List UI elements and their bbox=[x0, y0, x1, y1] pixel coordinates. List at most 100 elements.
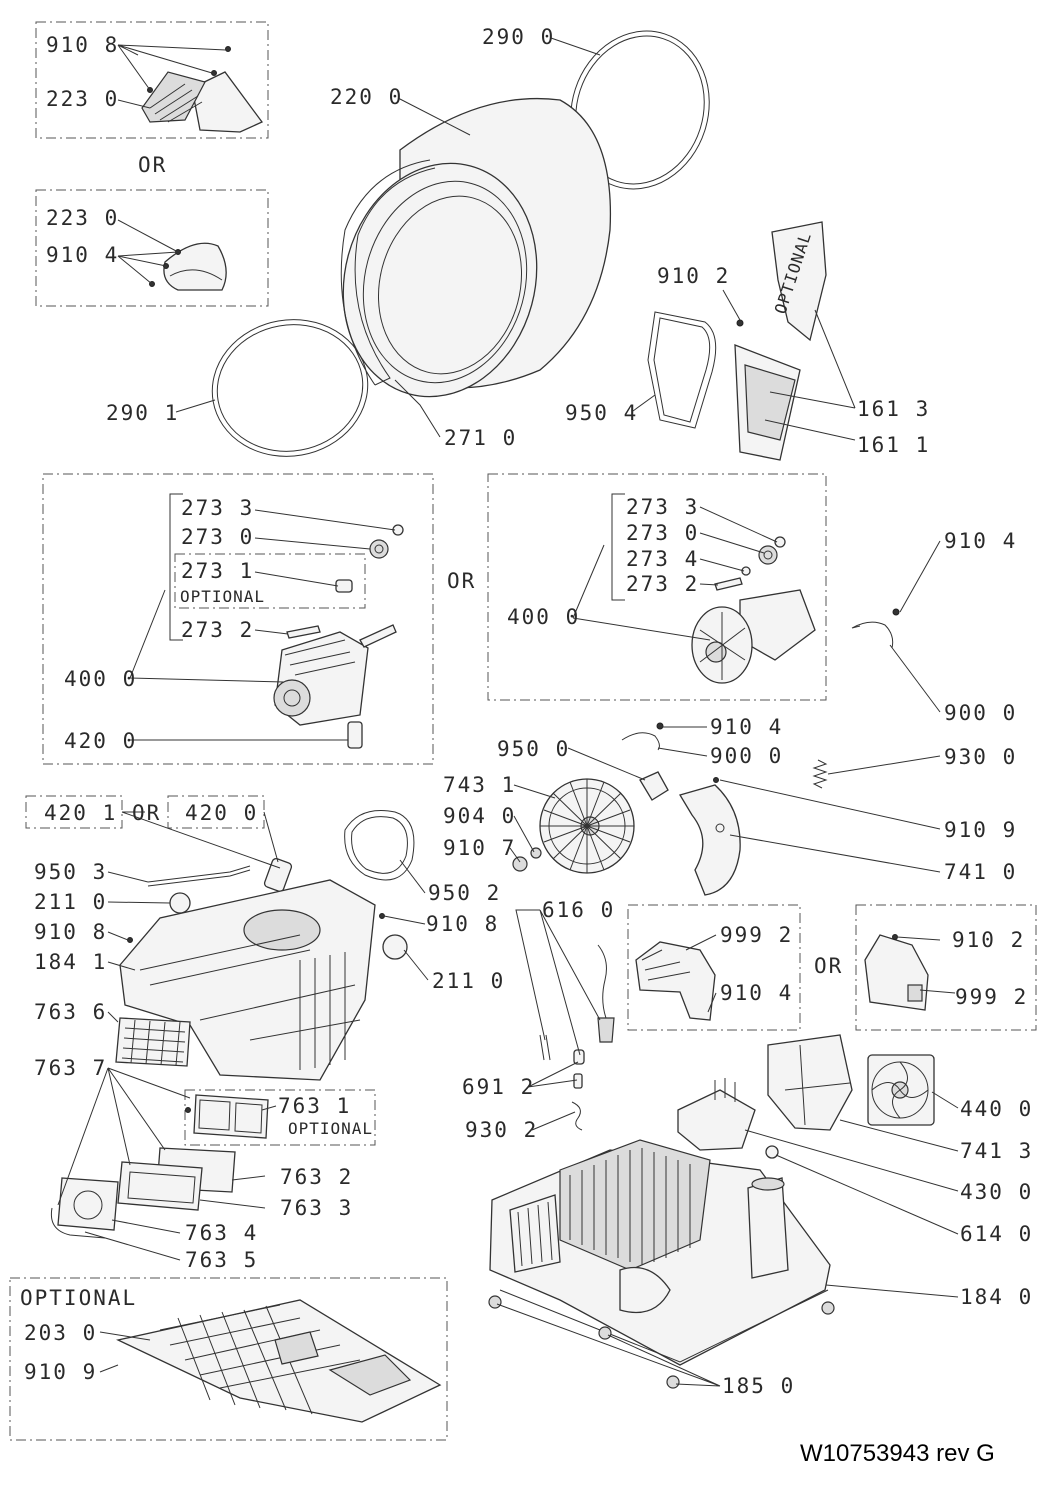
filter-763-3-drawing bbox=[117, 1161, 203, 1211]
pump-430-0-pipes bbox=[714, 1078, 736, 1102]
label-223-0-a: 223 0 bbox=[46, 87, 119, 111]
label-223-0-b: 223 0 bbox=[46, 206, 119, 230]
or-label-420: OR bbox=[132, 801, 161, 825]
label-290-1: 290 1 bbox=[106, 401, 179, 425]
label-999-2-a: 999 2 bbox=[720, 923, 793, 947]
label-900-0-a: 900 0 bbox=[944, 701, 1017, 725]
gasket-950-4-drawing bbox=[647, 311, 717, 429]
label-763-7: 763 7 bbox=[34, 1056, 107, 1080]
screw-910-2-a-drawing bbox=[736, 319, 744, 327]
label-273-4: 273 4 bbox=[626, 547, 699, 571]
pump-430-0-drawing bbox=[677, 1089, 756, 1151]
screw-910-8-c-drawing bbox=[379, 913, 385, 919]
label-420-0-b: 420 0 bbox=[185, 801, 258, 825]
sensor-wire-616-0-drawing bbox=[597, 944, 607, 1019]
label-950-2: 950 2 bbox=[428, 881, 501, 905]
drum-seal-front-drawing bbox=[570, 30, 710, 190]
nut-910-7-drawing bbox=[512, 856, 528, 872]
gasket-950-2-drawing bbox=[344, 810, 415, 881]
or-label-999: OR bbox=[814, 954, 843, 978]
sensor-wire-616-0-b-drawing bbox=[539, 1034, 551, 1061]
label-203-0: 203 0 bbox=[24, 1321, 97, 1345]
box-motor-option-a bbox=[42, 473, 434, 765]
box-lint-filter-option-b bbox=[35, 189, 269, 307]
label-273-2-b: 273 2 bbox=[626, 572, 699, 596]
label-614-0: 614 0 bbox=[960, 1222, 1033, 1246]
label-910-8-c: 910 8 bbox=[426, 912, 499, 936]
label-211-0-b: 211 0 bbox=[432, 969, 505, 993]
label-440-0: 440 0 bbox=[960, 1097, 1033, 1121]
or-label-a: OR bbox=[138, 153, 167, 177]
label-691-2: 691 2 bbox=[462, 1075, 535, 1099]
gasket-950-0-drawing bbox=[639, 771, 669, 801]
label-616-0: 616 0 bbox=[542, 898, 615, 922]
drum-drawing bbox=[342, 97, 612, 398]
label-763-6: 763 6 bbox=[34, 1000, 107, 1024]
label-400-0-a: 400 0 bbox=[64, 667, 137, 691]
label-763-3: 763 3 bbox=[280, 1196, 353, 1220]
or-label-motor: OR bbox=[447, 569, 476, 593]
label-930-2: 930 2 bbox=[465, 1118, 538, 1142]
sensor-614-0-drawing bbox=[765, 1145, 779, 1159]
base-184-0-drawing bbox=[489, 1139, 831, 1366]
label-999-2-b: 999 2 bbox=[955, 985, 1028, 1009]
clamp-900-0-b-drawing bbox=[621, 732, 660, 751]
lint-filter-housing-b-drawing bbox=[149, 242, 227, 291]
label-184-1: 184 1 bbox=[34, 950, 107, 974]
label-430-0: 430 0 bbox=[960, 1180, 1033, 1204]
duct-741-3-drawing bbox=[767, 1034, 853, 1131]
label-910-9-b: 910 9 bbox=[24, 1360, 97, 1384]
optional-label-control-board: OPTIONAL bbox=[20, 1286, 137, 1310]
label-741-3: 741 3 bbox=[960, 1139, 1033, 1163]
foot-185-0-d-drawing bbox=[821, 1301, 835, 1315]
box-420-1 bbox=[25, 795, 123, 829]
label-741-0: 741 0 bbox=[944, 860, 1017, 884]
label-185-0: 185 0 bbox=[722, 1374, 795, 1398]
leader-lines bbox=[57, 37, 959, 1387]
label-900-0-b: 900 0 bbox=[710, 744, 783, 768]
label-290-0: 290 0 bbox=[482, 25, 555, 49]
roller-211-0-b-drawing bbox=[382, 934, 408, 960]
screw-910-4-c-drawing bbox=[656, 722, 664, 730]
cover-999-2-a-drawing bbox=[635, 941, 716, 1021]
callout-labels: 910 8 223 0 OR 223 0 910 4 290 0 220 0 2… bbox=[20, 25, 1033, 1398]
spring-930-2-drawing bbox=[571, 1101, 583, 1131]
clamp-900-0-a-drawing bbox=[851, 621, 894, 649]
box-763-1-optional bbox=[184, 1089, 376, 1146]
label-161-3: 161 3 bbox=[857, 397, 930, 421]
label-930-0: 930 0 bbox=[944, 745, 1017, 769]
label-220-0: 220 0 bbox=[330, 85, 403, 109]
drum-seal-front-inner bbox=[575, 35, 705, 185]
label-400-0-b: 400 0 bbox=[507, 605, 580, 629]
drum-seal-rear-inner bbox=[216, 324, 364, 452]
label-273-2-a: 273 2 bbox=[181, 618, 254, 642]
label-910-9-a: 910 9 bbox=[944, 818, 1017, 842]
bushing-691-2-b-drawing bbox=[573, 1073, 583, 1089]
label-910-8-a: 910 8 bbox=[46, 33, 119, 57]
label-910-4-c: 910 4 bbox=[710, 715, 783, 739]
box-273-1-optional bbox=[174, 553, 366, 609]
drum-seal-rear-drawing bbox=[211, 319, 369, 457]
screw-910-8-b-drawing bbox=[127, 937, 133, 943]
label-273-3-a: 273 3 bbox=[181, 496, 254, 520]
label-763-1: 763 1 bbox=[278, 1094, 351, 1118]
label-910-4-b: 910 4 bbox=[944, 529, 1017, 553]
label-950-4: 950 4 bbox=[565, 401, 638, 425]
optional-insulation-drawing bbox=[771, 221, 827, 342]
spring-930-0-drawing bbox=[812, 759, 828, 789]
label-904-0: 904 0 bbox=[443, 804, 516, 828]
label-763-4: 763 4 bbox=[185, 1221, 258, 1245]
foot-185-0-b-drawing bbox=[598, 1326, 612, 1340]
label-763-5: 763 5 bbox=[185, 1248, 258, 1272]
box-motor-option-b bbox=[487, 473, 827, 701]
sleeve-420-0-drawing bbox=[263, 857, 293, 893]
label-910-2-b: 910 2 bbox=[952, 928, 1025, 952]
filter-763-4-drawing bbox=[57, 1177, 119, 1231]
label-743-1: 743 1 bbox=[443, 773, 516, 797]
screw-910-4-b-drawing bbox=[892, 608, 900, 616]
rear-panel-161-3-drawing bbox=[744, 364, 796, 441]
fan-impeller-drawing bbox=[539, 778, 635, 874]
box-999-option-b bbox=[855, 904, 1037, 1031]
gasket-950-3-drawing bbox=[147, 865, 251, 887]
